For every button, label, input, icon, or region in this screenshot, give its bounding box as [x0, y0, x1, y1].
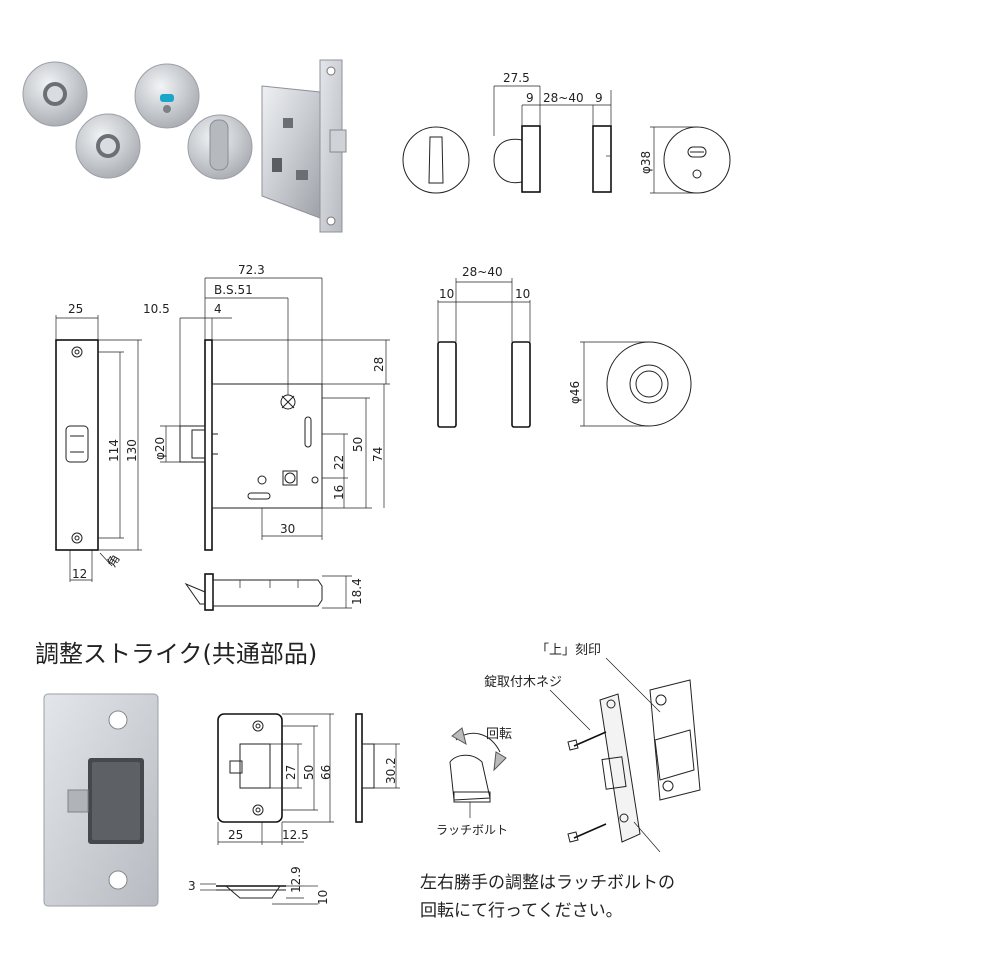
lock-side-dims: 72.3 B.S.51 10.5 4 28 φ20 50 74 22 16 30 [143, 263, 390, 540]
dim-12-5: 12.5 [282, 828, 309, 842]
dim-25-lock: 25 [68, 302, 83, 316]
dim-9-b: 9 [595, 91, 603, 105]
dim-27: 27 [284, 765, 298, 780]
dim-10-5: 10.5 [143, 302, 170, 316]
rose-front-drawing: φ46 [568, 341, 692, 427]
dim-phi46: φ46 [568, 381, 582, 404]
indicator-front-drawing: φ38 [639, 126, 731, 194]
indicator-rose-photo [134, 63, 200, 129]
label-rotate: 回転 [486, 727, 512, 742]
dim-3: 3 [188, 879, 196, 893]
dim-25-strike: 25 [228, 828, 243, 842]
dim-bs51: B.S.51 [214, 283, 253, 297]
dim-27-5: 27.5 [503, 71, 530, 85]
adjust-note-line-2: 回転にて行ってください。 [420, 901, 623, 921]
dim-28-40: 28~40 [543, 91, 584, 105]
top-dimensions: 27.5 9 28~40 9 [493, 71, 612, 136]
strike-front-drawing [217, 713, 283, 823]
dim-50-strike: 50 [302, 765, 316, 780]
dim-phi38: φ38 [639, 151, 653, 174]
product-photos [22, 59, 347, 233]
dim-9-a: 9 [526, 91, 534, 105]
thumbturn-side-drawing [493, 125, 612, 193]
strike-side-drawing: 30.2 [355, 713, 400, 823]
dim-10-b: 10 [515, 287, 530, 301]
thumbturn-front-drawing [402, 126, 470, 194]
lock-front-plate [55, 339, 99, 551]
dim-10-strike: 10 [316, 890, 330, 905]
mortise-lock-photo [261, 59, 347, 233]
strike-heading: 調整ストライク(共通部品) [35, 640, 317, 668]
label-mounting-screw: 錠取付木ネジ [484, 675, 562, 690]
dim-50-lock: 50 [351, 437, 365, 452]
dim-12-9: 12.9 [289, 866, 303, 893]
thumbturn-photo [187, 114, 253, 180]
dim-4: 4 [214, 302, 222, 316]
dim-130: 130 [125, 439, 139, 462]
dim-28-lock: 28 [372, 357, 386, 372]
dim-16: 16 [332, 485, 346, 500]
rose-photo-2 [75, 113, 141, 179]
dim-22: 22 [332, 455, 346, 470]
adjust-note-line-1: 左右勝手の調整はラッチボルトの [420, 873, 675, 893]
latch-rotation-illustration: 回転 ラッチボルト [436, 727, 512, 837]
dim-30-2: 30.2 [384, 757, 398, 784]
dim-72-3: 72.3 [238, 263, 265, 277]
dim-30-lock: 30 [280, 522, 295, 536]
rose-dimensions: 28~40 10 10 [437, 265, 531, 342]
lock-assembly-illustration [549, 657, 701, 853]
lock-side-body [179, 339, 323, 551]
dim-18-4: 18.4 [350, 578, 364, 605]
rose-photo-1 [22, 61, 88, 127]
label-latch-bolt: ラッチボルト [436, 823, 508, 837]
strike-front-dims: 27 50 66 25 12.5 [217, 713, 334, 845]
strike-bottom-view: 3 12.9 10 [188, 866, 330, 905]
dim-114: 114 [107, 439, 121, 462]
label-kado: 角 [104, 552, 122, 569]
label-ue-stamp: 「上」刻印 [536, 643, 601, 658]
dim-12: 12 [72, 567, 87, 581]
rose-side-drawing [437, 341, 531, 428]
dim-66: 66 [319, 765, 333, 780]
dim-28-40-rose: 28~40 [462, 265, 503, 279]
lock-front-dims: 25 114 130 12 角 [55, 302, 142, 582]
strike-photo [43, 693, 159, 907]
lock-bottom-view: 18.4 [184, 573, 364, 611]
dim-74: 74 [371, 447, 385, 462]
dim-10-a: 10 [439, 287, 454, 301]
dim-phi20: φ20 [153, 437, 167, 460]
